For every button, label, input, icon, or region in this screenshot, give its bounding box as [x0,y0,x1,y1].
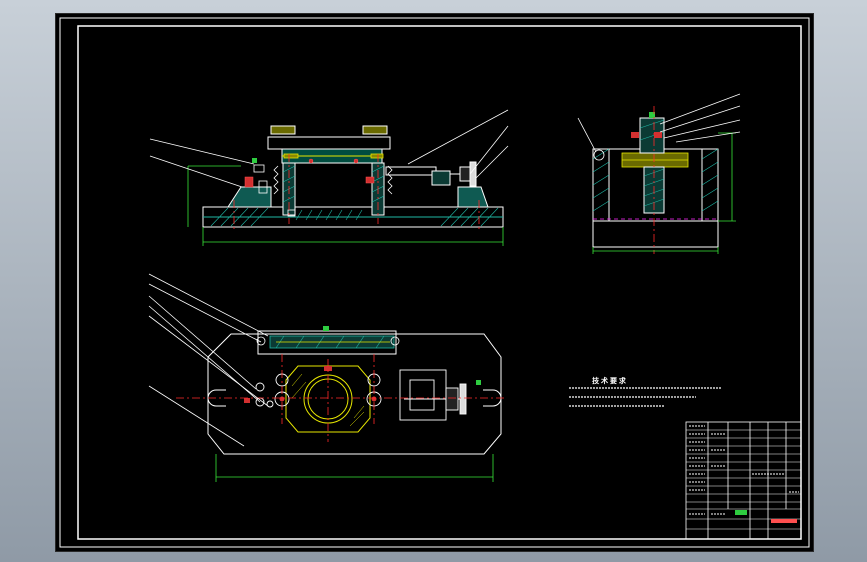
top-leaders [148,273,269,447]
side-red-details [631,132,662,138]
top-center-lines [176,354,506,442]
title-block-green-label [735,510,747,515]
technical-requirements: 技 术 要 求 [569,376,721,407]
front-green-tag [252,158,257,163]
top-green-tag-right [476,380,481,385]
front-workpiece [283,153,384,159]
front-view-base [202,186,504,228]
top-dimensions [215,454,494,482]
top-green-tag [323,326,329,331]
side-workpiece [621,152,689,168]
front-base-hatch [210,207,499,227]
front-leaders [149,109,509,188]
side-dimensions [592,132,736,254]
top-red-pins [244,366,377,403]
top-workpiece-hatch [291,373,365,427]
tech-req-title: 技 术 要 求 [592,376,627,385]
title-block-red-label [771,519,797,523]
side-leaders [577,93,741,153]
front-spring-right [387,165,393,195]
fixture-assembly-drawing: 技 术 要 求 [59,17,810,548]
front-spring-left [273,165,279,195]
front-view [149,109,509,246]
top-block-bolts [256,336,400,346]
front-clamp-screw [385,161,477,187]
top-view [148,273,506,482]
title-block [685,421,802,540]
title-block-rows [686,429,801,530]
front-center-lines [233,154,480,229]
top-view-outline [207,333,502,455]
side-screw-head [593,149,605,161]
side-view-hatch [592,148,719,212]
front-dimensions [187,165,504,246]
cad-viewport[interactable]: 技 术 要 求 [55,13,814,552]
top-locating-pins [255,373,382,408]
tech-req-lines [569,387,721,407]
top-clamp-screw [399,369,467,421]
side-view [577,93,741,254]
front-small-details [253,164,296,217]
front-red-details [244,158,375,188]
front-post-hatch [282,165,385,203]
drawing-frame [59,17,810,548]
side-green-tag [649,112,655,118]
title-block-scribbles [689,425,799,515]
